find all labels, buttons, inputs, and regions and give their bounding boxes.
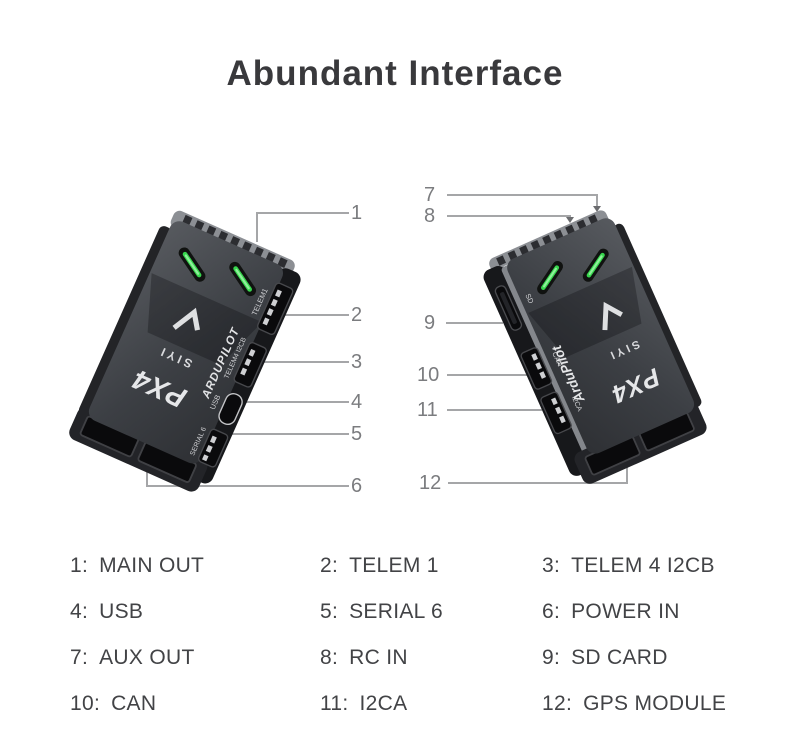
legend-label: SD CARD [571, 646, 668, 669]
legend-label: MAIN OUT [99, 554, 205, 577]
callout-number-8: 8 [424, 205, 436, 227]
legend-label: CAN [111, 692, 157, 715]
legend-num: 2: [320, 554, 339, 577]
callout-number-2: 2 [351, 304, 363, 326]
page-title: Abundant Interface [226, 54, 564, 93]
shadow-side [613, 223, 702, 408]
serial6-port [197, 428, 229, 468]
legend-item-4: 4: USB [70, 600, 320, 624]
callout-line-4 [240, 401, 349, 403]
callout-number-6: 6 [351, 475, 363, 497]
callout-arrow-8 [566, 217, 574, 223]
i2ca-port [540, 391, 572, 435]
callout-line-9 [446, 322, 503, 324]
callout-line-10 [447, 374, 527, 376]
legend-item-12: 12: GPS MODULE [542, 692, 730, 716]
callout-line-12-vertical [626, 466, 628, 483]
legend-label: AUX OUT [99, 646, 195, 669]
status-led-1 [537, 261, 564, 295]
legend-num: 1: [70, 554, 89, 577]
legend-num: 8: [320, 646, 339, 669]
callout-number-3: 3 [351, 351, 363, 373]
legend-item-1: 1: MAIN OUT [70, 554, 320, 578]
legend-label: TELEM 1 [349, 554, 439, 577]
callout-number-4: 4 [351, 391, 363, 413]
callout-line-5 [226, 433, 349, 435]
callout-number-10: 10 [417, 364, 440, 386]
legend-num: 12: [542, 692, 573, 715]
callout-number-9: 9 [424, 312, 436, 334]
face-hump [147, 273, 263, 365]
device-face [88, 221, 284, 464]
legend-item-8: 8: RC IN [320, 646, 542, 670]
legend-item-9: 9: SD CARD [542, 646, 730, 670]
callout-line-6 [146, 485, 349, 487]
legend-item-3: 3: TELEM 4 I2CB [542, 554, 730, 578]
legend-item-2: 2: TELEM 1 [320, 554, 542, 578]
siyi-arrow-mark [172, 307, 200, 331]
legend-label: SERIAL 6 [349, 600, 443, 623]
callout-line-6-vertical [146, 468, 148, 486]
legend-item-5: 5: SERIAL 6 [320, 600, 542, 624]
sd-card-slot [494, 285, 523, 331]
telem1-port [256, 282, 294, 335]
legend-num: 5: [320, 600, 339, 623]
callout-line-7-vertical [596, 194, 598, 206]
usb-c-port [218, 392, 243, 426]
callout-number-1: 1 [351, 202, 363, 224]
legend-item-11: 11: I2CA [320, 692, 542, 716]
legend-label: GPS MODULE [583, 692, 727, 715]
legend-num: 3: [542, 554, 561, 577]
callout-number-12: 12 [419, 472, 442, 494]
flight-controller-left-view: SIYI PX4 ARDUPILOT TELEM1 TELEM4 I2CB US… [69, 210, 301, 492]
callout-line-8-vertical [569, 215, 571, 218]
callout-line-8 [447, 215, 571, 217]
sd-label: SD [523, 292, 535, 305]
legend-num: 7: [70, 646, 89, 669]
legend-num: 6: [542, 600, 561, 623]
callout-line-7 [447, 194, 598, 196]
callout-line-2 [278, 314, 349, 316]
legend-label: I2CA [359, 692, 408, 715]
legend-item-6: 6: POWER IN [542, 600, 730, 624]
legend-label: RC IN [349, 646, 408, 669]
legend-num: 10: [70, 692, 101, 715]
callout-number-5: 5 [351, 423, 363, 445]
legend-label: USB [99, 600, 144, 623]
legend-num: 9: [542, 646, 561, 669]
legend-item-7: 7: AUX OUT [70, 646, 320, 670]
callout-number-7: 7 [424, 184, 436, 206]
callout-line-1-vertical [256, 212, 258, 242]
status-led-2 [229, 261, 257, 297]
legend: 1: MAIN OUT 2: TELEM 1 3: TELEM 4 I2CB 4: US… [70, 543, 730, 727]
callout-line-3 [258, 361, 349, 363]
status-led-1 [178, 247, 206, 282]
can-port [520, 347, 553, 390]
flight-controller-right-view: SD CAN I2CA SIYI PX4 ArduPilot [483, 210, 707, 484]
status-led-2 [582, 248, 609, 282]
face-hump [528, 266, 642, 358]
telem4-i2cb-port [233, 341, 267, 388]
callout-line-1 [256, 212, 349, 214]
legend-item-10: 10: CAN [70, 692, 320, 716]
callout-number-11: 11 [417, 399, 438, 421]
legend-num: 11: [320, 692, 349, 715]
shadow-side [78, 226, 172, 417]
callout-arrow-7 [593, 206, 601, 212]
callout-line-12 [448, 482, 628, 484]
legend-label: POWER IN [571, 600, 680, 623]
legend-label: TELEM 4 I2CB [571, 554, 715, 577]
callout-line-11 [447, 409, 542, 411]
siyi-arrow-mark [602, 301, 623, 331]
legend-num: 4: [70, 600, 89, 623]
